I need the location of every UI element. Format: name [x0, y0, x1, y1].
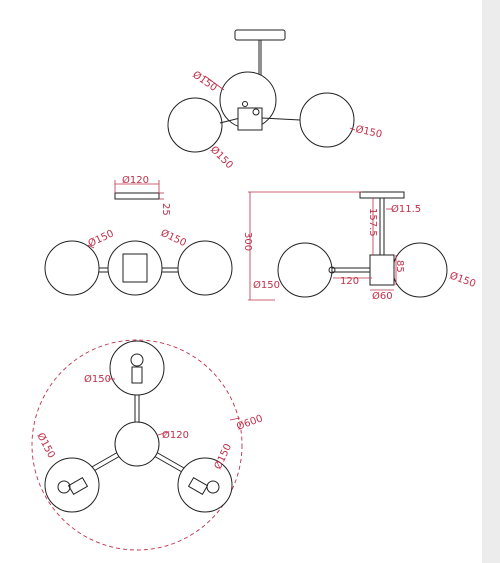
- body-diameter: Ø60: [372, 290, 393, 302]
- bulb-icon: [57, 480, 71, 494]
- bottom-view: Ø150 Ø120 Ø600 Ø150 Ø150: [31, 339, 264, 551]
- canopy-top: [234, 29, 286, 41]
- globe-top-diameter: Ø150: [84, 373, 111, 385]
- rod-length: 157.5: [367, 208, 378, 237]
- canopy-side: [114, 192, 160, 200]
- rod-diameter: Ø11.5: [391, 203, 421, 215]
- dim-label: Ø150: [190, 69, 219, 94]
- side-view: 300 157.5 Ø11.5 85 120 Ø60 Ø150 Ø150: [242, 191, 477, 302]
- canopy-side: [359, 191, 405, 199]
- body-side: [369, 254, 395, 286]
- overall-diameter: Ø600: [235, 412, 264, 433]
- globe-left: [277, 242, 333, 298]
- dim-label: Ø150: [354, 123, 383, 140]
- body-top: [237, 107, 263, 131]
- arm-length: 120: [340, 276, 359, 287]
- body-height: 85: [394, 260, 405, 273]
- canopy-diameter: Ø120: [122, 174, 149, 186]
- canopy-height: 25: [160, 203, 171, 216]
- height-total: 300: [242, 232, 253, 251]
- overall-diameter-circle: [31, 339, 243, 551]
- globe-right: [299, 92, 355, 148]
- page-edge-strip: [482, 0, 500, 563]
- center-canopy: [114, 421, 160, 467]
- technical-drawing: Ø150 Ø150 Ø150 Ø120 25 Ø150 Ø150: [31, 29, 477, 551]
- globe-right-diameter: Ø150: [448, 270, 477, 291]
- globe-left-diameter: Ø150: [253, 279, 280, 291]
- globe-top: [109, 340, 165, 396]
- globe-left: [44, 457, 100, 513]
- globe-left: [167, 97, 223, 153]
- body-front: [122, 253, 148, 283]
- center-diameter: Ø120: [162, 429, 189, 441]
- globe-left: [44, 240, 100, 296]
- bulb-icon: [130, 353, 144, 367]
- globe-right-diameter: Ø150: [212, 442, 234, 472]
- dim-label: Ø150: [159, 227, 189, 249]
- dim-label: Ø150: [208, 144, 236, 172]
- globe-left-diameter: Ø150: [34, 431, 57, 460]
- globe-right: [177, 240, 233, 296]
- dim-label: Ø150: [86, 227, 116, 249]
- globe-right: [177, 457, 233, 513]
- front-view: Ø150 Ø150: [44, 227, 233, 296]
- canopy-view: Ø120 25: [114, 174, 171, 216]
- top-view: Ø150 Ø150 Ø150: [167, 29, 383, 172]
